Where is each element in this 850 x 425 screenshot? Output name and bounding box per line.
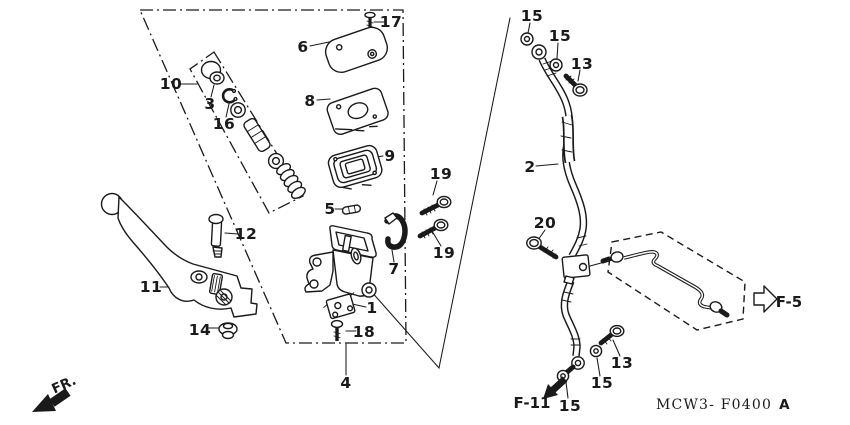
part-label-6: 6 [297, 38, 309, 56]
part-label-2: 2 [524, 158, 536, 176]
part-label-12: 12 [234, 225, 258, 243]
f11-arrow-icon [543, 376, 568, 399]
diagram-revision: A [779, 397, 790, 413]
f5-arrow-icon [753, 285, 778, 313]
diagram-code-text: MCW3- F0400 [656, 397, 773, 413]
sealing-washer-15-mid [589, 344, 603, 358]
diaphragm-9 [327, 144, 383, 190]
part-label-15-mid: 15 [590, 374, 614, 392]
pivot-nut-14 [218, 322, 238, 340]
oil-bolt-13-bottom [598, 324, 625, 346]
sealing-washer-15-top [520, 32, 534, 46]
bolt-19-lower [417, 218, 449, 239]
part-label-7: 7 [388, 260, 400, 278]
part-label-13-bottom: 13 [610, 354, 634, 372]
diagram-code: MCW3- F0400 A [656, 397, 790, 413]
boot-7 [384, 212, 408, 250]
ref-label-f5: F-5 [775, 293, 803, 311]
oil-bolt-13-top [563, 73, 588, 97]
part-label-15-top: 15 [520, 7, 544, 25]
part-label-1: 1 [366, 299, 378, 317]
brake-lever [100, 192, 258, 318]
part-label-9: 9 [384, 147, 396, 165]
part-label-8: 8 [304, 92, 316, 110]
part-label-13-top: 13 [570, 55, 594, 73]
part-label-20: 20 [533, 214, 557, 232]
part-label-3: 3 [204, 95, 216, 113]
hose-junction-block [561, 254, 591, 285]
part-label-18: 18 [352, 323, 376, 341]
clip-5 [341, 204, 361, 215]
part-label-14: 14 [188, 321, 212, 339]
assembly-boundary-box [139, 9, 407, 344]
part-label-17: 17 [379, 13, 403, 31]
fr-arrow-icon [32, 388, 71, 412]
part-label-15-bottom: 15 [558, 397, 582, 415]
brake-pipe-region [600, 231, 746, 331]
pivot-bolt-12 [208, 213, 224, 258]
part-label-19-lower: 19 [432, 244, 456, 262]
part-label-19-upper: 19 [429, 165, 453, 183]
part-label-15-upper: 15 [548, 27, 572, 45]
part-label-10: 10 [159, 75, 183, 93]
sealing-washer-15-upper [549, 58, 563, 72]
part-label-5: 5 [324, 200, 336, 218]
switch-1 [323, 292, 356, 320]
bolt-19-upper [419, 195, 452, 216]
part-label-11: 11 [139, 278, 163, 296]
part-label-16: 16 [212, 115, 236, 133]
diaphragm-plate-8 [326, 87, 389, 135]
master-cylinder-body [304, 225, 377, 298]
ref-label-f11: F-11 [513, 394, 551, 412]
piston-kit-parts [200, 60, 306, 200]
bolt-20 [526, 236, 559, 260]
piston-kit-boundary-box [189, 51, 304, 214]
part-label-4: 4 [340, 374, 352, 392]
screw-18 [330, 319, 344, 341]
brake-hose [531, 44, 591, 376]
reservoir-cover-6 [324, 26, 389, 74]
